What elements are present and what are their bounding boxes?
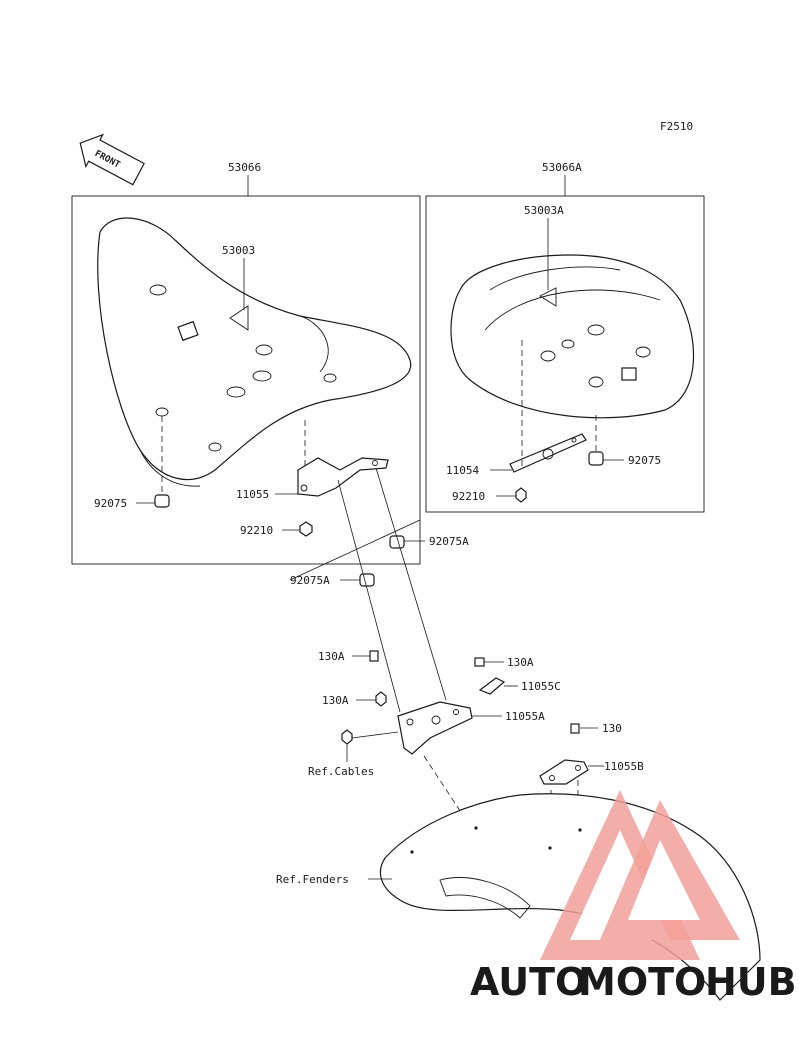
damper-left [154, 494, 170, 508]
bracket-b [539, 759, 589, 785]
bolt-a2 [474, 657, 485, 667]
label-nut-pillion: 92210 [452, 490, 485, 503]
bolt-a3 [375, 691, 387, 707]
nut-pillion [515, 487, 527, 503]
damper-a-upper [389, 535, 405, 549]
automotohub-logo: AUTO MOTO HUB [470, 790, 797, 1004]
pillion-bracket [509, 433, 587, 473]
bracket-a [397, 701, 473, 755]
label-damper-right: 92075 [628, 454, 661, 467]
label-bracket-b: 11055B [604, 760, 644, 773]
label-pillion-cover: 53003A [524, 204, 564, 217]
label-damper-a1: 92075A [429, 535, 469, 548]
label-pillion-bracket: 11054 [446, 464, 479, 477]
cable-clamp [341, 729, 353, 745]
label-bolt-a2: 130A [507, 656, 534, 669]
rider-seat [97, 217, 412, 495]
front-arrow-icon: FRONT [79, 133, 145, 186]
label-bracket-c: 11055C [521, 680, 561, 693]
label-bolt-a1: 130A [318, 650, 345, 663]
label-ref-fenders: Ref.Fenders [276, 873, 349, 886]
label-damper-a2: 92075A [290, 574, 330, 587]
label-bolt-a3: 130A [322, 694, 349, 707]
figure-code: F2510 [660, 120, 693, 133]
label-bracket-a: 11055A [505, 710, 545, 723]
logo-hub: HUB [705, 960, 797, 1004]
label-seat-assy: 53066 [228, 161, 261, 174]
label-seat-bracket: 11055 [236, 488, 269, 501]
label-bolt-130: 130 [602, 722, 622, 735]
label-pillion-assy: 53066A [542, 161, 582, 174]
nut-seat [299, 521, 313, 537]
damper-right [588, 451, 604, 466]
pillion-seat [450, 254, 695, 419]
logo-auto: AUTO [470, 960, 587, 1004]
logo-moto: MOTO [578, 960, 706, 1004]
seat-assy-box [71, 195, 421, 565]
label-damper-left: 92075 [94, 497, 127, 510]
bolt-a1 [369, 650, 379, 662]
damper-a-lower [359, 573, 375, 587]
bolt-130 [570, 723, 580, 734]
label-seat-cover: 53003 [222, 244, 255, 257]
seat-bracket [297, 457, 389, 497]
label-ref-cables: Ref.Cables [308, 765, 374, 778]
label-nut-seat: 92210 [240, 524, 273, 537]
bracket-c [478, 677, 506, 695]
